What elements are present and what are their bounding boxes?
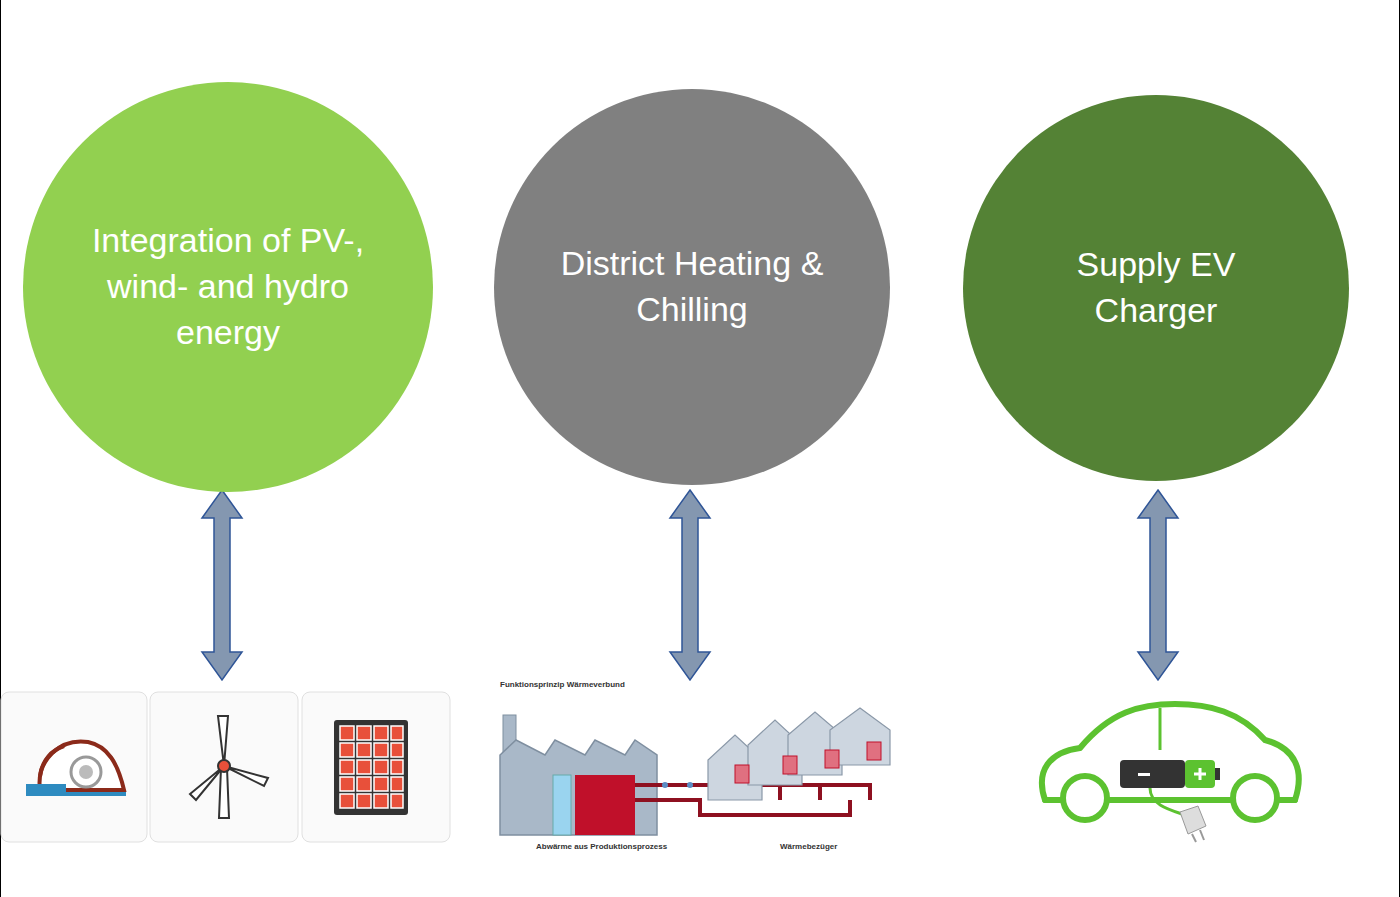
circle-label: District Heating & Chilling [552, 241, 832, 333]
circle-fill [23, 82, 433, 492]
circle-label: Integration of PV-, wind- and hydro ener… [88, 218, 368, 356]
icon-tile [1, 692, 147, 842]
circle-shape [963, 95, 1349, 481]
circle-fill [494, 89, 890, 485]
double-arrow [202, 490, 242, 680]
double-arrow [670, 490, 710, 680]
topic-circle: Supply EV Charger [963, 95, 1349, 481]
ev-car-illustration [1042, 704, 1299, 842]
topic-circle: District Heating & Chilling [494, 89, 890, 485]
frame-line [1399, 0, 1400, 897]
hydro-icon [26, 742, 126, 796]
double-arrows [202, 490, 1178, 680]
wind-turbine-icon [190, 716, 268, 818]
circle-label: Supply EV Charger [1051, 242, 1261, 334]
circle-fill [963, 95, 1349, 481]
circle-shape [494, 89, 890, 485]
icon-tile [150, 692, 298, 842]
illustration-caption: Wärmebezüger [780, 843, 837, 852]
double-arrow [1138, 490, 1178, 680]
district-heating-illustration [500, 708, 890, 835]
pv-panel-icon [334, 720, 408, 815]
icon-tile [302, 692, 450, 842]
icon-tiles [1, 692, 450, 842]
topic-circle: Integration of PV-, wind- and hydro ener… [23, 82, 433, 492]
illustration-caption: Funktionsprinzip Wärmeverbund [500, 681, 625, 690]
illustration-caption: Abwärme aus Produktionsprozess [536, 843, 667, 852]
